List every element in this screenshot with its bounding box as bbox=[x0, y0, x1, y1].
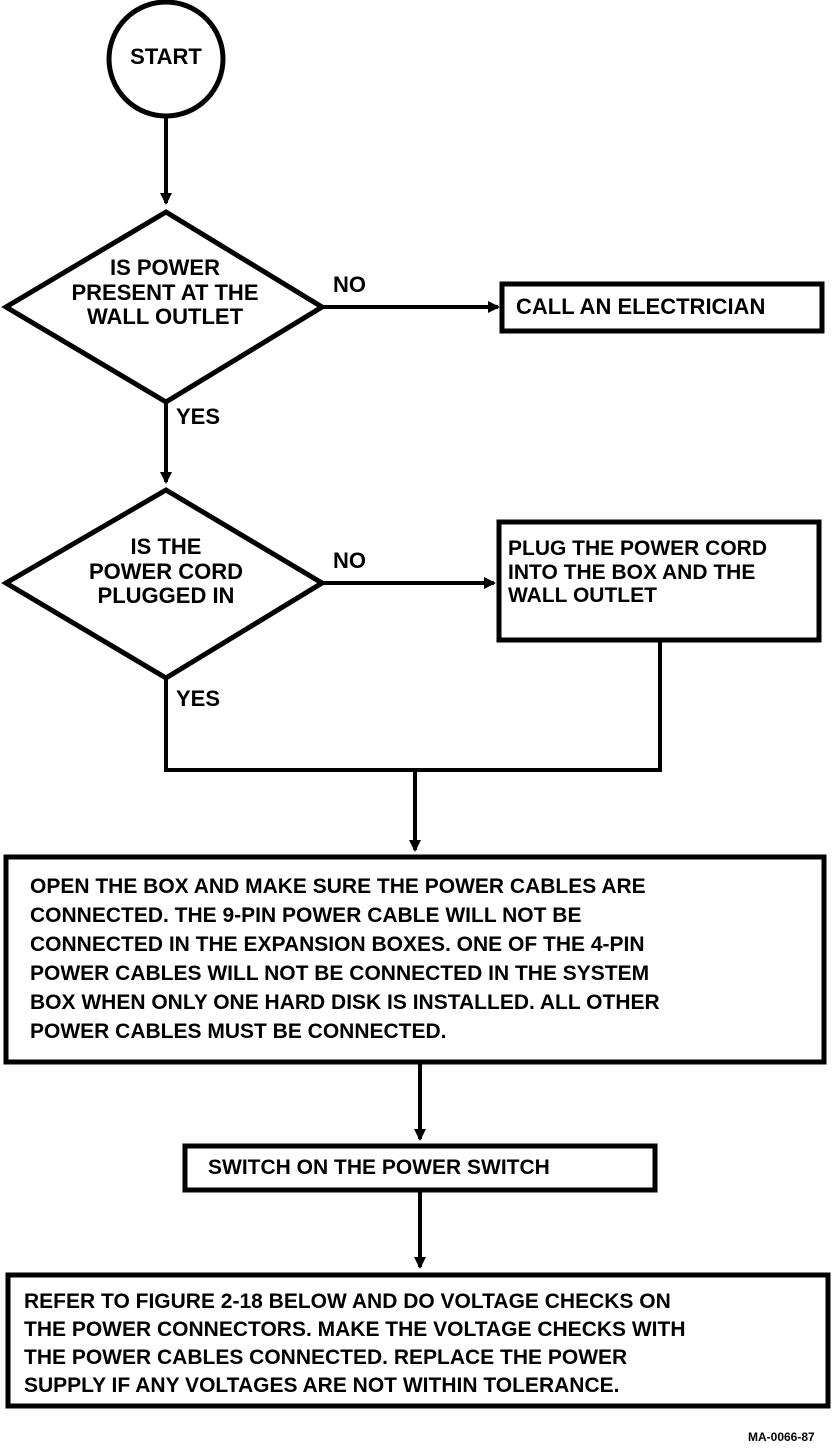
wall-outlet-no-label: NO bbox=[333, 272, 366, 297]
switch-on-label: SWITCH ON THE POWER SWITCH bbox=[208, 1156, 550, 1179]
cord-plugged-no-label: NO bbox=[333, 548, 366, 573]
edge-cord-plugged-yes bbox=[164, 640, 662, 772]
cord-plugged-question: IS THE POWER CORD PLUGGED IN bbox=[89, 534, 243, 609]
box-call-electrician bbox=[499, 281, 825, 334]
figure-reference: MA-0066-87 bbox=[748, 1430, 815, 1444]
cord-plugged-yes-label: YES bbox=[176, 686, 221, 711]
wall-outlet-question: IS POWER PRESENT AT THE WALL OUTLET bbox=[71, 255, 259, 330]
call-electrician-label: CALL AN ELECTRICIAN bbox=[516, 294, 766, 319]
plug-power-cord-label: PLUG THE POWER CORD INTO THE BOX AND THE… bbox=[508, 537, 768, 608]
wall-outlet-yes-label: YES bbox=[176, 404, 221, 429]
box-open-box bbox=[3, 854, 827, 1065]
box-plug-power-cord bbox=[496, 519, 822, 643]
refer-figure-text: REFER TO FIGURE 2-18 BELOW AND DO VOLTAG… bbox=[24, 1290, 686, 1397]
box-refer-figure bbox=[5, 1272, 831, 1409]
start-label: START bbox=[130, 44, 202, 69]
open-box-text: OPEN THE BOX AND MAKE SURE THE POWER CAB… bbox=[30, 875, 660, 1043]
